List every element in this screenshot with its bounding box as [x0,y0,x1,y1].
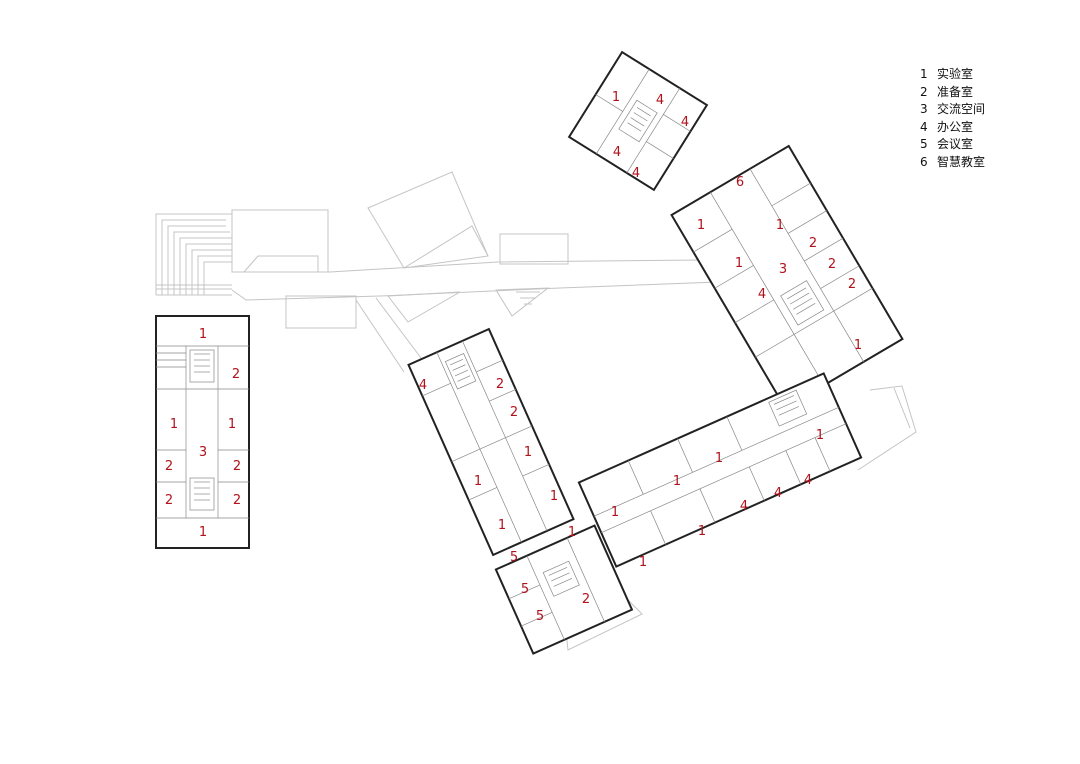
west-block [155,315,250,549]
room-label: 1 [698,524,706,539]
room-label: 1 [715,451,723,466]
room-label: 3 [779,262,787,277]
room-label: 1 [854,338,862,353]
legend-label: 会议室 [937,137,974,151]
room-label: 1 [199,525,207,540]
room-label: 2 [510,405,518,420]
room-label: 1 [612,90,620,105]
room-label: 2 [165,493,173,508]
room-label: 1 [697,218,705,233]
room-label: 2 [232,367,240,382]
legend-item: 3 交流空间 [920,101,985,119]
room-label: 1 [776,218,784,233]
legend-label: 办公室 [937,119,974,134]
room-label: 5 [510,550,518,565]
legend-item: 1 实验室 [920,66,985,84]
legend-label: 智慧教室 [937,154,986,169]
room-label: 1 [474,474,482,489]
room-label: 2 [165,459,173,474]
room-label: 1 [228,417,236,432]
central-arm [407,327,575,557]
room-label: 2 [233,493,241,508]
room-label: 2 [848,277,856,292]
room-label: 4 [613,145,621,160]
legend-number: 4 [920,119,928,134]
room-label: 4 [632,166,640,181]
room-label: 5 [536,609,544,624]
legend-label: 准备室 [937,84,974,99]
room-label: 6 [736,175,744,190]
room-label: 1 [816,428,824,443]
legend-number: 2 [920,84,928,99]
room-label: 2 [233,459,241,474]
room-label: 5 [521,582,529,597]
room-label: 1 [524,445,532,460]
room-label: 2 [496,377,504,392]
room-label: 4 [656,93,664,108]
room-label: 1 [673,474,681,489]
legend-number: 6 [920,154,928,169]
room-label: 2 [582,592,590,607]
legend-number: 5 [920,137,928,151]
room-label: 4 [758,287,766,302]
legend: 1 实验室 2 准备室 3 交流空间 4 办公室 5 会议室 6 智慧教室 [920,66,985,171]
room-label: 1 [498,518,506,533]
room-label: 1 [735,256,743,271]
legend-item: 6 智慧教室 [920,154,985,172]
south-arm [577,372,863,568]
room-label: 4 [774,486,782,501]
room-label: 4 [804,473,812,488]
legend-number: 3 [920,102,928,116]
legend-item: 2 准备室 [920,84,985,102]
east-wing [670,144,904,410]
room-label: 1 [611,505,619,520]
legend-number: 1 [920,67,928,81]
room-label: 1 [550,489,558,504]
room-label: 1 [639,555,647,570]
legend-label: 交流空间 [937,102,986,116]
room-label: 1 [568,525,576,540]
room-label: 4 [740,499,748,514]
room-numbers: 1 2 1 1 3 2 2 2 2 1 1 4 4 4 4 6 1 1 1 2 … [165,90,862,624]
room-label: 2 [828,257,836,272]
legend-item: 5 会议室 [920,136,985,154]
room-label: 4 [419,378,427,393]
room-label: 2 [809,236,817,251]
room-label: 3 [199,445,207,460]
southwest-corner-block [494,524,634,655]
room-label: 1 [199,327,207,342]
room-label: 4 [681,115,689,130]
legend-item: 4 办公室 [920,119,985,137]
room-label: 1 [170,417,178,432]
north-tower [567,50,709,192]
legend-label: 实验室 [937,67,974,81]
